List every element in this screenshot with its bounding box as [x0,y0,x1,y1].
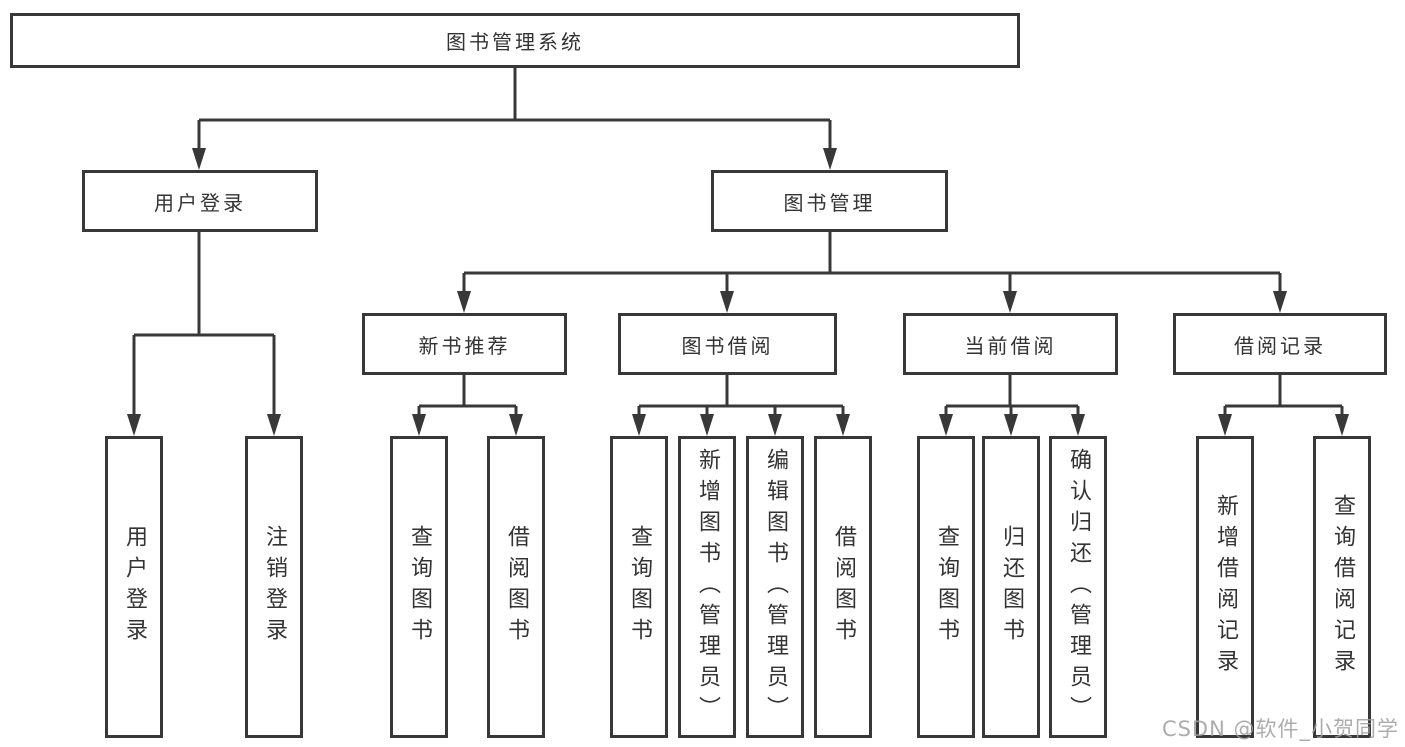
arrow-down-icon [1218,414,1232,436]
leaf-label: 查询图书 [627,525,652,649]
arrow-down-icon [1004,414,1018,436]
leaf-label: 借阅图书 [831,525,856,649]
leaf-query-books: 查询图书 [390,436,448,738]
leaf-label: 查询借阅记录 [1330,494,1355,680]
arrow-down-icon [412,414,426,436]
arrow-down-icon [632,414,646,436]
arrow-down-icon [1003,291,1017,313]
arrow-down-icon [457,291,471,313]
leaf-query-books: 查询图书 [917,436,975,738]
arrow-down-icon [700,414,714,436]
leaf-label: 新增借阅记录 [1213,494,1238,680]
leaf-label: 新增图书（管理员） [695,447,720,727]
arrow-down-icon [1335,414,1349,436]
leaf-query-books: 查询图书 [610,436,668,738]
arrow-down-icon [720,291,734,313]
leaf-label: 确认归还（管理员） [1066,447,1091,727]
node-label: 当前借阅 [964,333,1057,358]
arrow-down-icon [1273,291,1287,313]
leaf-query-borrow-record: 查询借阅记录 [1313,436,1371,738]
leaf-label: 查询图书 [407,525,432,649]
leaf-confirm-return-admin: 确认归还（管理员） [1049,436,1107,738]
arrow-down-icon [1071,414,1085,436]
arrow-down-icon [939,414,953,436]
arrow-down-icon [192,148,206,170]
node-label: 借阅记录 [1234,333,1326,358]
node-label: 图书管理 [783,190,876,215]
leaf-return-books: 归还图书 [982,436,1040,738]
arrow-down-icon [509,414,523,436]
arrow-down-icon [823,148,837,170]
leaf-logout: 注销登录 [245,436,303,738]
node-user-login: 用户登录 [82,170,318,232]
node-label: 图书借阅 [681,333,774,358]
arrow-down-icon [768,414,782,436]
node-library-system: 图书管理系统 [10,13,1020,68]
node-book-management: 图书管理 [711,170,948,232]
leaf-borrow-books: 借阅图书 [814,436,872,738]
leaf-label: 归还图书 [999,525,1024,649]
node-borrowing-records: 借阅记录 [1173,313,1387,375]
leaf-add-book-admin: 新增图书（管理员） [678,436,736,738]
node-label: 新书推荐 [418,333,511,358]
leaf-label: 借阅图书 [504,525,529,649]
leaf-label: 用户登录 [122,525,147,649]
watermark: CSDN @软件_小贺同学 [1161,717,1399,741]
leaf-label: 编辑图书（管理员） [763,447,788,727]
leaf-edit-book-admin: 编辑图书（管理员） [746,436,804,738]
node-label: 图书管理系统 [446,30,584,54]
node-book-borrowing: 图书借阅 [618,313,837,375]
leaf-label: 查询图书 [934,525,959,649]
node-new-book-recommend: 新书推荐 [362,313,567,375]
node-current-borrowing: 当前借阅 [903,313,1118,375]
arrow-down-icon [836,414,850,436]
arrow-down-icon [127,414,141,436]
leaf-borrow-books: 借阅图书 [487,436,545,738]
node-label: 用户登录 [154,190,246,215]
arrow-down-icon [267,414,281,436]
leaf-label: 注销登录 [262,525,287,649]
leaf-user-login: 用户登录 [105,436,163,738]
leaf-add-borrow-record: 新增借阅记录 [1196,436,1254,738]
